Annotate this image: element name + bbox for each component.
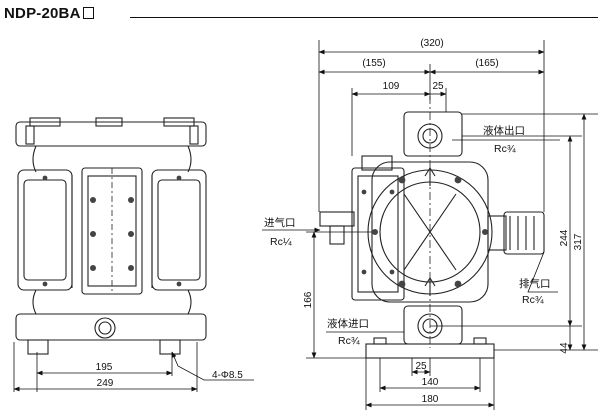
front-top-block-right: [189, 125, 199, 145]
side-flow-arrow-top: [424, 166, 436, 186]
label-140: 140: [422, 377, 439, 388]
front-elbow-bottom-right: [187, 289, 192, 315]
side-air-valve-cap: [361, 155, 393, 171]
front-view: [15, 117, 207, 355]
front-foot-right: [159, 339, 181, 355]
side-base-plate: [365, 343, 495, 359]
label-320: (320): [420, 38, 443, 49]
drawing-title: NDP-20BA: [4, 5, 94, 22]
side-bottom-manifold: [403, 305, 463, 345]
front-chamber-right: [151, 169, 207, 291]
front-top-clamp-mid: [95, 117, 123, 127]
label-air-in-thread: Rc¼: [270, 236, 292, 248]
front-inlet-port-inner: [98, 321, 112, 335]
label-exhaust-name: 排气口: [519, 277, 551, 290]
label-109: 109: [383, 81, 400, 92]
label-outlet-thread: Rc¾: [494, 143, 516, 155]
label-244: 244: [559, 229, 570, 246]
front-inlet-port: [94, 317, 116, 339]
front-elbow-right: [187, 145, 192, 173]
side-bolts: [361, 176, 488, 288]
label-inlet-name: 液体进口: [327, 317, 369, 330]
label-44: 44: [559, 342, 570, 354]
header-rule: [130, 17, 598, 18]
label-180: 180: [422, 394, 439, 405]
label-holes: 4-Φ8.5: [212, 370, 243, 381]
title-checkbox-mark: [82, 7, 94, 19]
model-name: NDP-20BA: [4, 5, 81, 22]
label-25-bottom: 25: [415, 361, 427, 372]
label-249: 249: [97, 378, 114, 389]
side-air-inlet-stub: [329, 225, 345, 245]
label-195: 195: [96, 362, 113, 373]
side-muffler-neck: [487, 215, 507, 251]
front-bottom-manifold: [15, 313, 207, 341]
label-155: (155): [362, 58, 385, 69]
front-dimensions: [13, 342, 254, 392]
side-dimensions: [262, 40, 598, 410]
side-air-valve-inner: [357, 175, 399, 293]
front-top-block-left: [25, 125, 35, 145]
label-317: 317: [573, 233, 584, 250]
leader-exhaust: [527, 251, 558, 293]
label-outlet-name: 液体出口: [483, 124, 525, 137]
front-top-clamp-right: [163, 117, 195, 127]
front-chamber-left: [17, 169, 73, 291]
front-bolts: [42, 175, 182, 287]
side-muffler-body: [503, 211, 545, 255]
side-foot-right: [473, 337, 487, 345]
label-inlet-thread: Rc¾: [338, 335, 360, 347]
side-foot-left: [373, 337, 387, 345]
side-air-valve-block: [351, 167, 405, 301]
front-top-clamp-left: [29, 117, 61, 127]
front-foot-left: [27, 339, 49, 355]
leader-holes: [171, 351, 254, 381]
label-25-top: 25: [432, 81, 444, 92]
label-165: (165): [475, 58, 498, 69]
front-chamber-right-inner: [157, 179, 201, 281]
side-flow-arrow-bottom: [424, 276, 436, 296]
front-chamber-left-inner: [23, 179, 67, 281]
front-elbow-bottom-left: [32, 289, 37, 315]
label-air-in-name: 进气口: [264, 216, 296, 229]
front-top-manifold: [15, 121, 207, 147]
label-exhaust-thread: Rc¾: [522, 294, 544, 306]
side-top-manifold: [403, 111, 463, 157]
label-166: 166: [303, 291, 314, 308]
side-air-inlet-fitting: [319, 211, 355, 227]
front-elbow-left: [32, 145, 37, 173]
